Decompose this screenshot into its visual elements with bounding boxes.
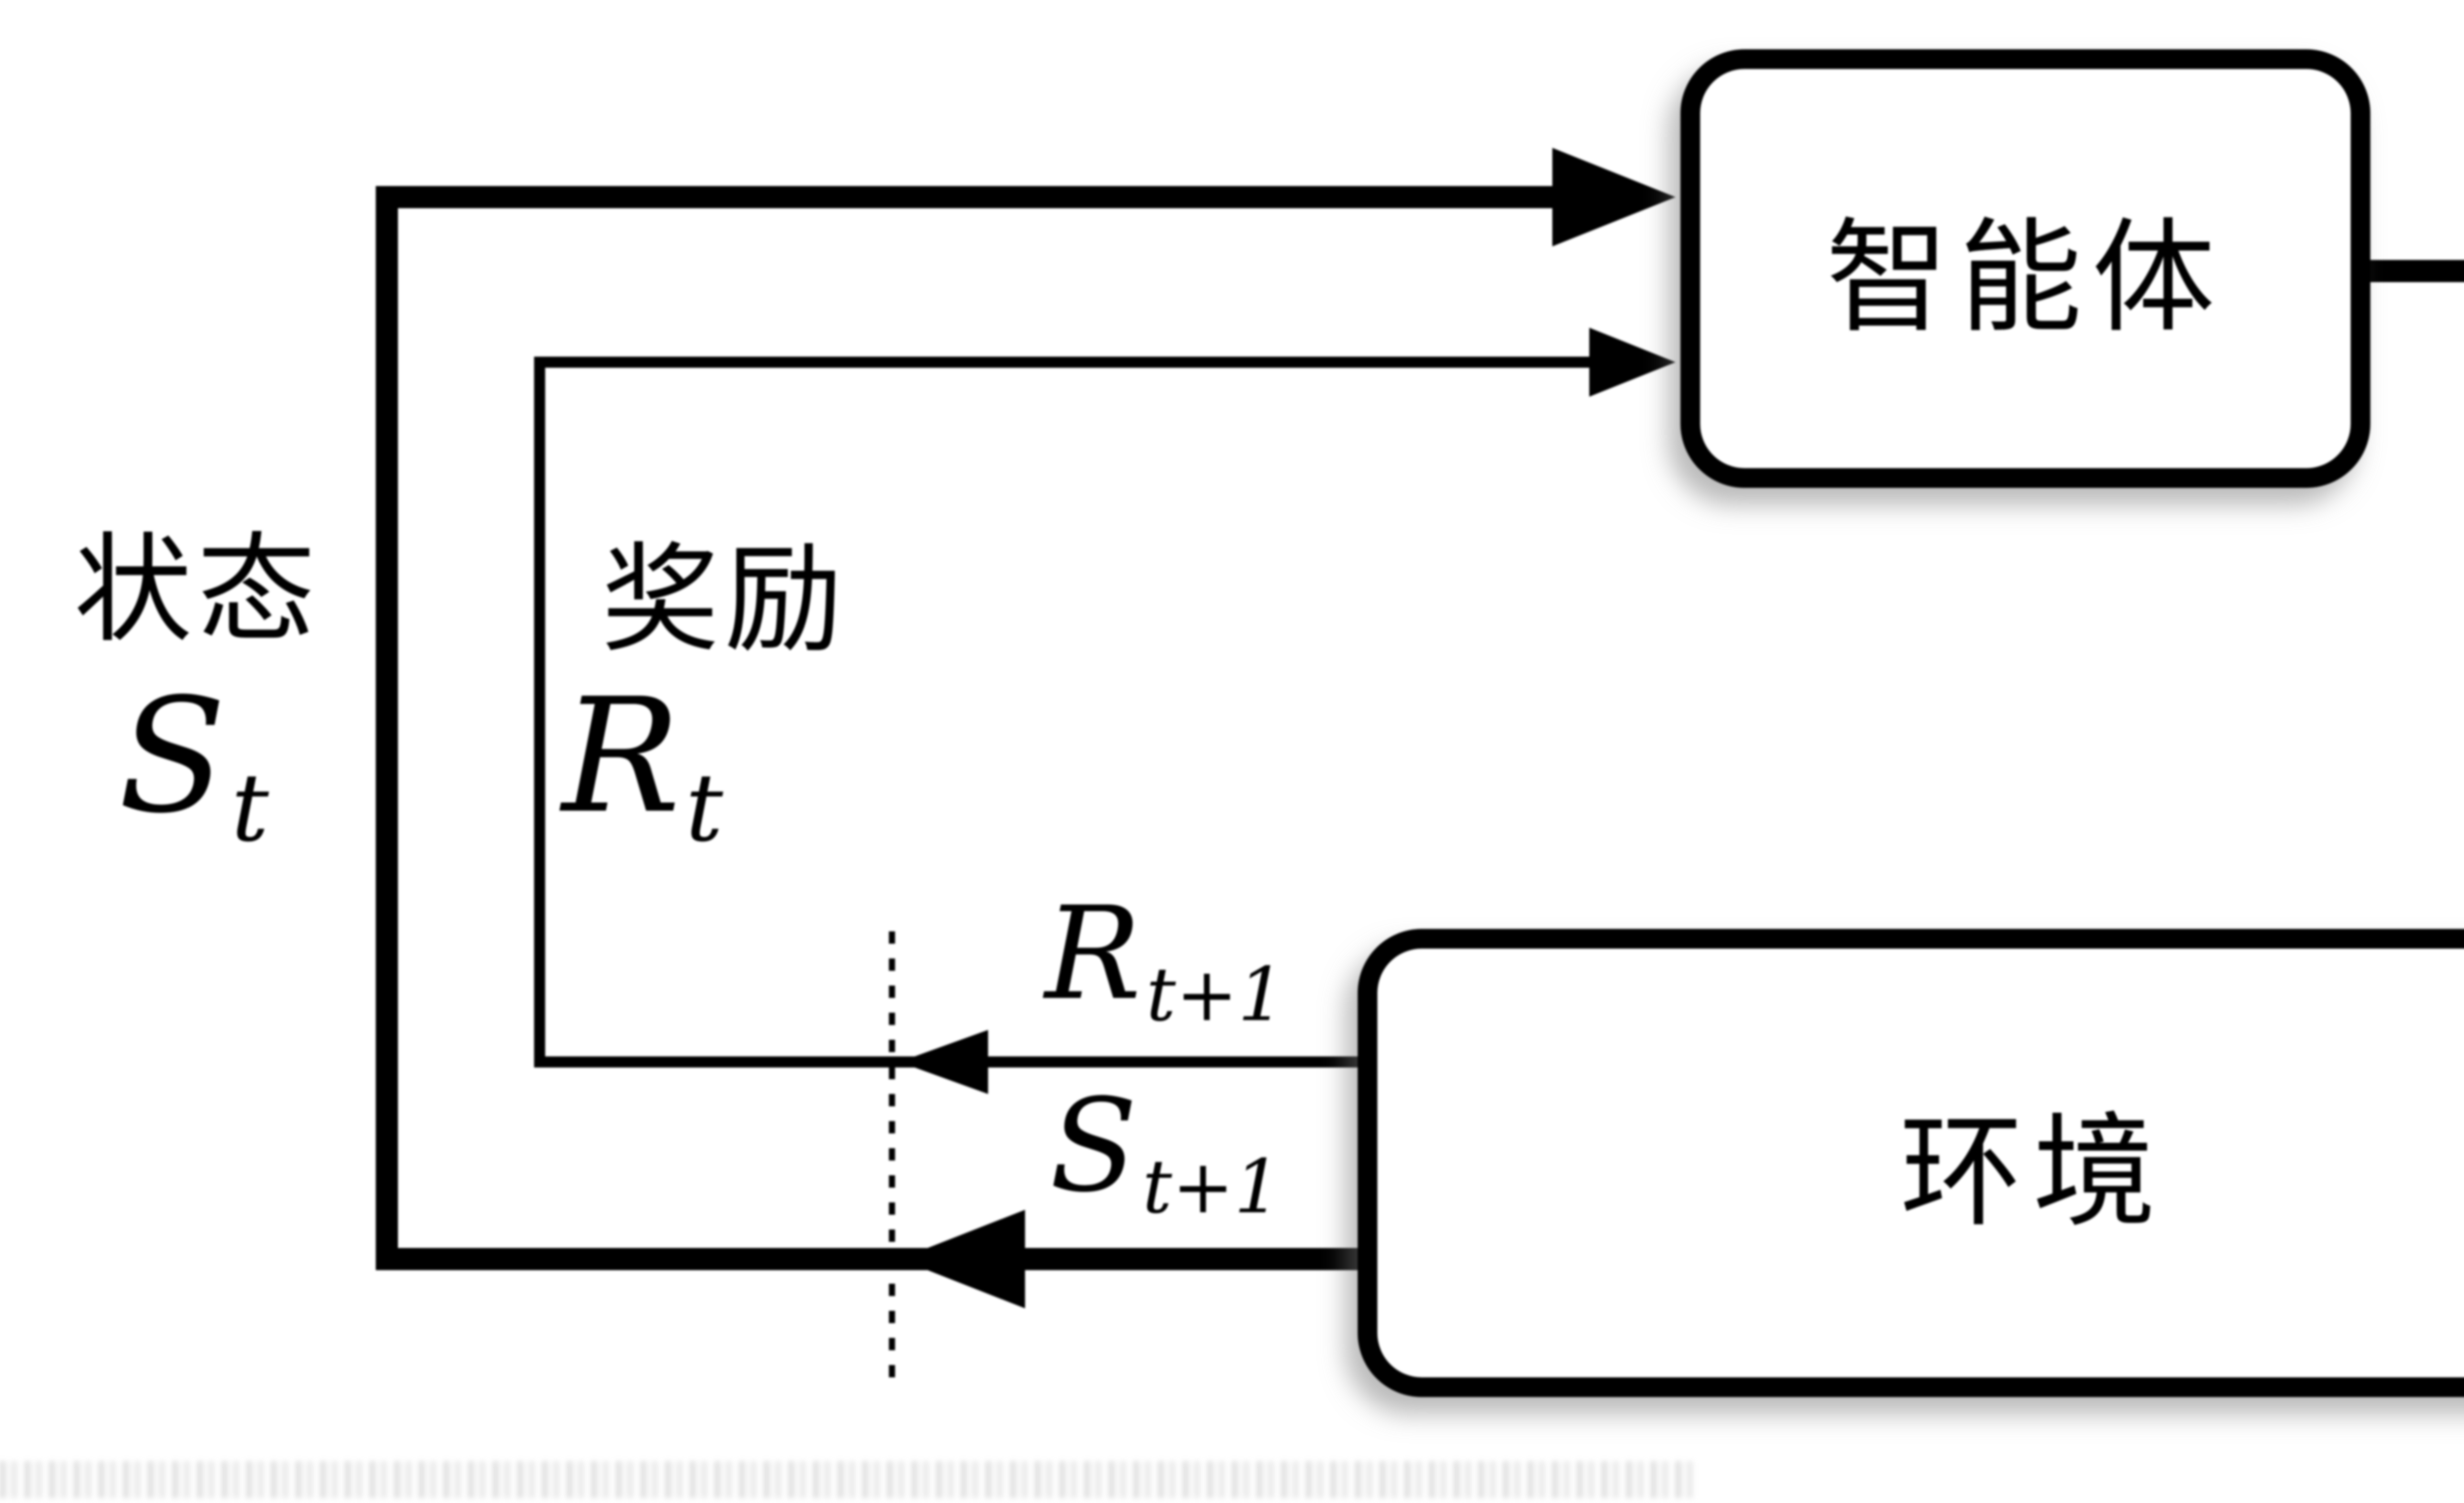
state-caption: 状态 bbox=[74, 522, 321, 660]
next-state-letter: S bbox=[1050, 1074, 1138, 1222]
reward-symbol-subscript: t bbox=[685, 754, 723, 863]
cropped-caption-remnant bbox=[0, 1461, 1695, 1498]
environment-box-label: 环境 bbox=[1900, 1101, 2166, 1244]
environment-box: 环境 bbox=[1358, 929, 2464, 1397]
reward-symbol-letter: R bbox=[562, 668, 681, 850]
reward-caption: 奖励 bbox=[601, 532, 848, 670]
state-to-agent-arrowhead bbox=[1552, 148, 1676, 246]
reward-to-agent-arrowhead bbox=[1589, 328, 1676, 397]
next-reward-arrowhead bbox=[899, 1030, 988, 1094]
next-state-subscript: t+1 bbox=[1142, 1146, 1281, 1232]
next-reward-subscript: t+1 bbox=[1146, 954, 1285, 1040]
state-symbol-subscript: t bbox=[231, 754, 269, 863]
state-symbol-letter: S bbox=[118, 668, 227, 850]
next-reward-letter: R bbox=[1045, 882, 1141, 1030]
agent-box: 智能体 bbox=[1680, 49, 2370, 488]
agent-box-label: 智能体 bbox=[1826, 207, 2225, 350]
state-loop-line bbox=[376, 186, 1562, 1270]
next-state-arrowhead bbox=[899, 1210, 1025, 1308]
